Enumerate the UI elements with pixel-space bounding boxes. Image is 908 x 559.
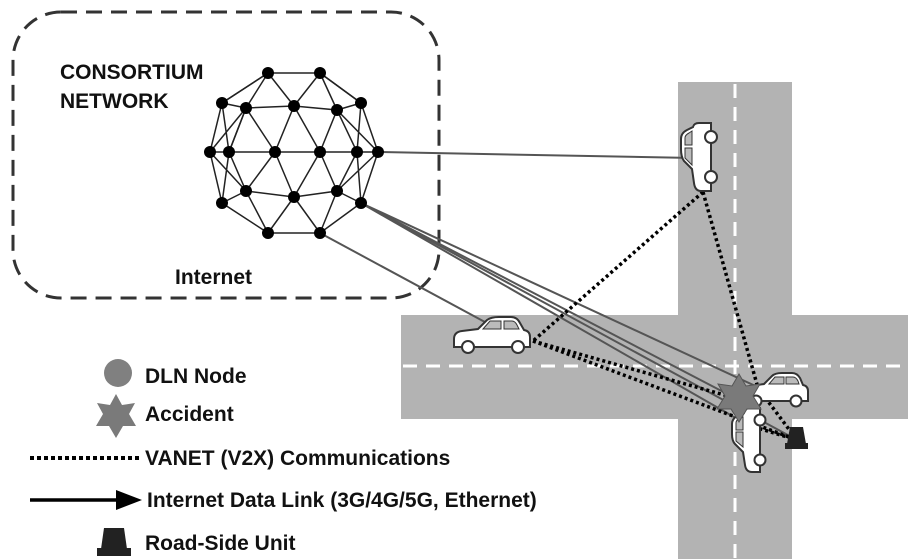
car-wheel (704, 170, 718, 184)
internet-link-car-bottom (360, 202, 749, 426)
car-wheel (753, 453, 767, 467)
legend: DLN Node Accident VANET (V2X) Communicat… (30, 359, 537, 556)
internet-boundary (11, 10, 441, 300)
mesh-node (314, 146, 326, 158)
car-window (767, 376, 800, 385)
rsu-base (785, 443, 808, 449)
accident-icon (716, 373, 762, 423)
legend-internet-link-label: Internet Data Link (3G/4G/5G, Ethernet) (147, 489, 537, 512)
car-left-horizontal (453, 316, 531, 354)
mesh-node (372, 146, 384, 158)
legend-rsu-body (101, 528, 127, 549)
legend-vanet-label: VANET (V2X) Communications (145, 447, 450, 470)
vanet-link (531, 190, 705, 343)
legend-dln-node-icon (104, 359, 132, 387)
legend-accident-icon (96, 394, 136, 438)
internet-link-car-left (319, 232, 497, 329)
mesh-node (331, 185, 343, 197)
internet-data-links (319, 151, 798, 441)
car-wheel (789, 394, 803, 408)
car-wheel (704, 130, 718, 144)
vanet-link (532, 339, 736, 400)
internet-link-car-right (360, 202, 765, 391)
car-window (684, 130, 693, 167)
legend-accident-label: Accident (145, 403, 234, 426)
mesh-node (314, 67, 326, 79)
road-side-unit-icon (785, 427, 808, 449)
legend-dln-node-label: DLN Node (145, 365, 247, 388)
mesh-nodes (204, 67, 384, 239)
network-title-line2: NETWORK (60, 90, 169, 113)
legend-rsu-base (97, 548, 131, 556)
mesh-node (240, 102, 252, 114)
mesh-node (240, 185, 252, 197)
mesh-node (288, 100, 300, 112)
mesh-interior-edges (209, 72, 379, 234)
mesh-node (351, 146, 363, 158)
mesh-node (223, 146, 235, 158)
mesh-node (355, 197, 367, 209)
car-top-vertical (680, 122, 718, 192)
car-wheel (461, 340, 475, 354)
car-wheel (753, 413, 767, 427)
vanet-link (701, 191, 760, 389)
network-title-line1: CONSORTIUM (60, 61, 204, 84)
car-wheel (511, 340, 525, 354)
internet-label: Internet (175, 266, 252, 289)
mesh-node (314, 227, 326, 239)
mesh-node (355, 97, 367, 109)
legend-rsu-icon (97, 528, 131, 556)
mesh-node (288, 191, 300, 203)
internet-link-accident (360, 202, 736, 399)
legend-internet-arrow-head (116, 490, 142, 510)
mesh-node (262, 67, 274, 79)
mesh-node (204, 146, 216, 158)
internet-link-car-top (377, 151, 695, 159)
mesh-node (269, 146, 281, 158)
mesh-node (216, 97, 228, 109)
mesh-node (216, 197, 228, 209)
car-bottom-vertical (731, 407, 767, 473)
rsu-body (787, 427, 806, 444)
mesh-node (262, 227, 274, 239)
mesh-node (331, 104, 343, 116)
car-window (481, 320, 520, 330)
legend-rsu-label: Road-Side Unit (145, 532, 296, 555)
